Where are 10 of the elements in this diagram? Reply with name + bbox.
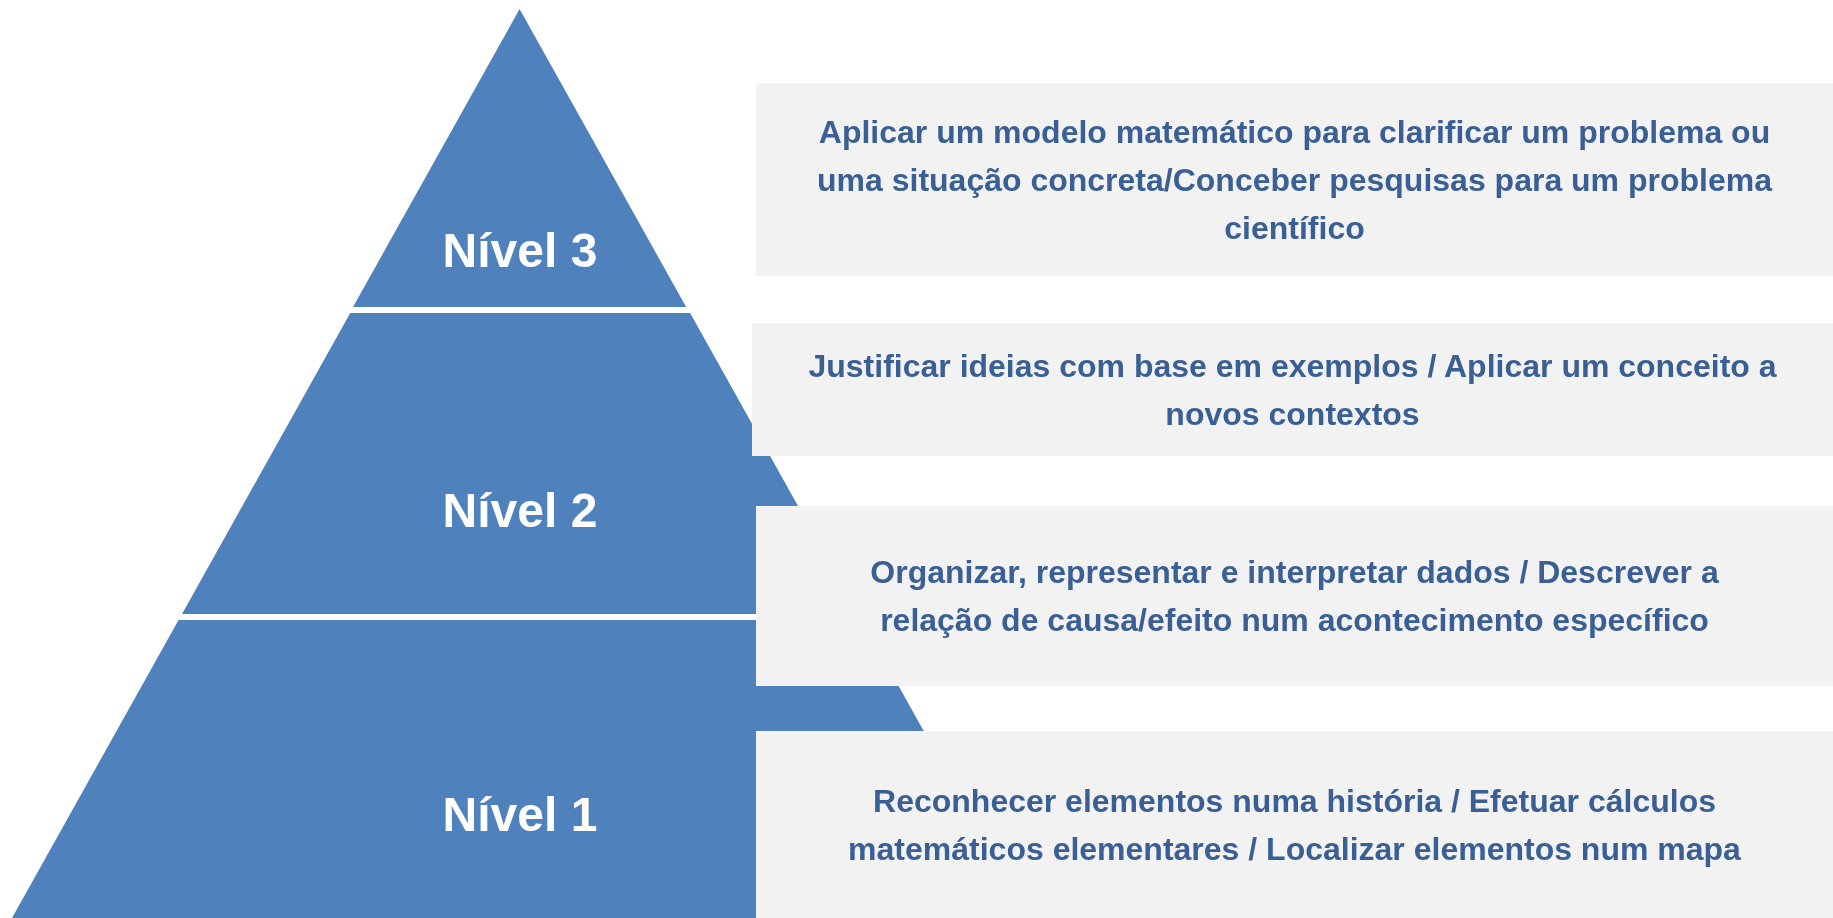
level-description: Aplicar um modelo matemático para clarificar um problema ou uma situação concreta/Conceber pesquisas para um problema científico xyxy=(816,112,1774,248)
level-description: Justificar ideias com base em exemplos / Aplicar um conceito a novos contextos xyxy=(807,346,1778,434)
level-label: Nível 2 xyxy=(442,487,598,535)
level-label: Nível 1 xyxy=(442,791,598,839)
description-box xyxy=(752,323,1833,456)
level-label: Nível 3 xyxy=(442,227,598,275)
description-box xyxy=(756,506,1833,686)
description-box xyxy=(756,731,1833,918)
level-description: Organizar, representar e interpretar dados / Descrever a relação de causa/efeito num acontecimento específico xyxy=(869,553,1720,640)
level-description: Reconhecer elementos numa história / Efetuar cálculos matemáticos elementares / Localizar elementos num mapa xyxy=(847,781,1742,869)
